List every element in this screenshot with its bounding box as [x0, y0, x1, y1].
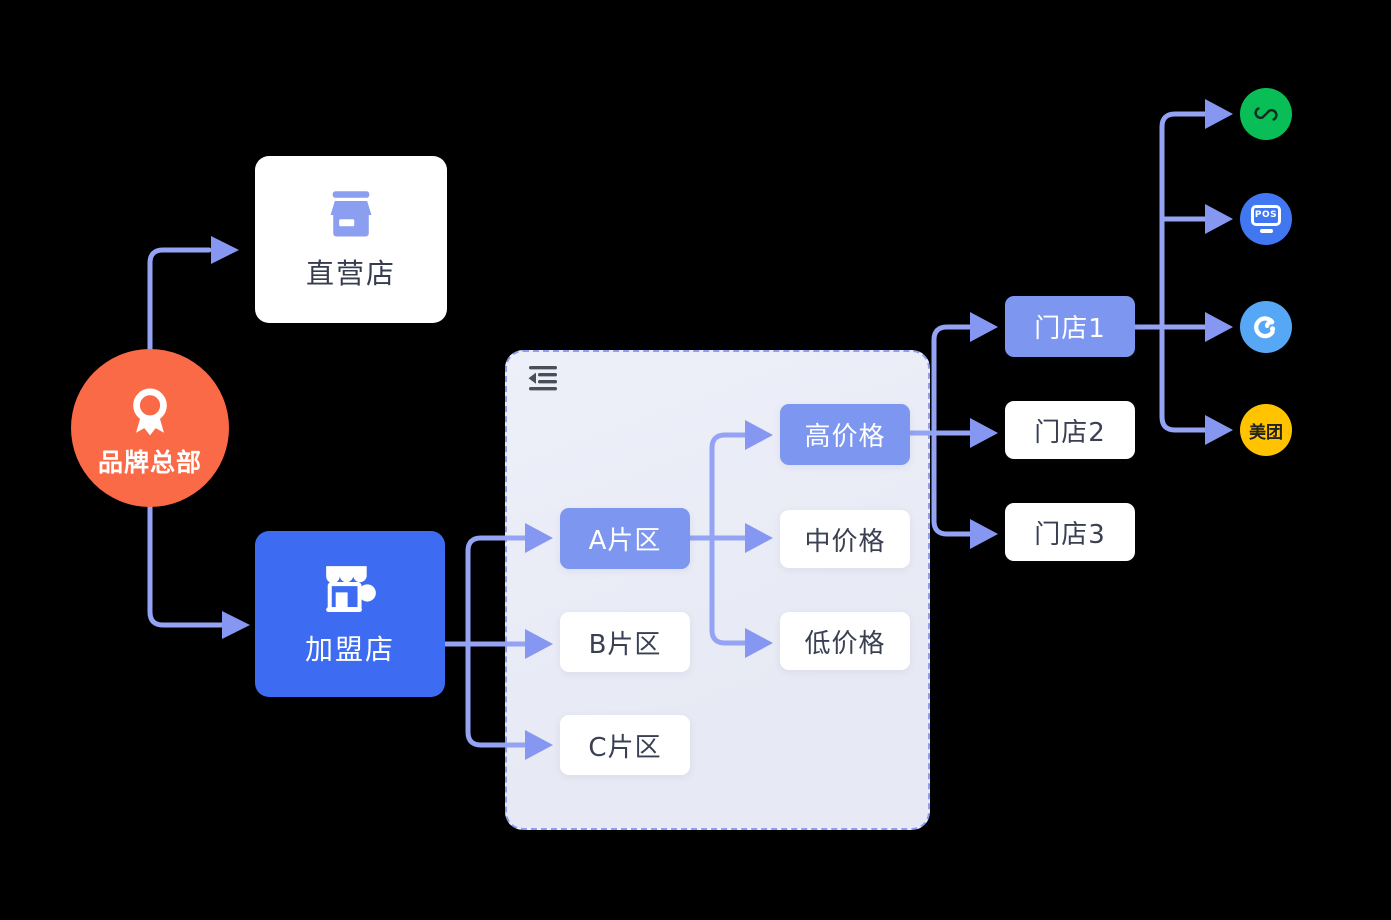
- brand-hq-label: 品牌总部: [97, 448, 202, 477]
- arrowhead-channel-meituan: [1205, 415, 1233, 445]
- wechat-mini-program-icon[interactable]: [1240, 88, 1292, 140]
- mini-program-glyph: [1254, 107, 1278, 121]
- meituan-icon[interactable]: 美团: [1240, 404, 1292, 456]
- arrowhead-store-1: [970, 312, 998, 342]
- region-c-label: C片区: [588, 732, 662, 763]
- pos-stand-shape: [1259, 229, 1273, 233]
- arrowhead-store-2: [970, 418, 998, 448]
- region-b-node[interactable]: B片区: [560, 612, 690, 672]
- price-high-label: 高价格: [804, 422, 886, 452]
- region-c-node[interactable]: C片区: [560, 715, 690, 775]
- franchise-store-label: 加盟店: [304, 632, 395, 666]
- store-2-label: 门店2: [1034, 417, 1106, 448]
- arrowhead-region-c: [525, 730, 553, 760]
- price-mid-label: 中价格: [804, 526, 886, 557]
- region-a-label: A片区: [588, 526, 662, 556]
- store-1-node[interactable]: 门店1: [1005, 296, 1135, 357]
- arrowhead-region-a: [525, 523, 553, 553]
- direct-store-label: 直营店: [305, 256, 396, 290]
- price-high-node[interactable]: 高价格: [780, 404, 910, 465]
- award-medal-icon: [133, 388, 167, 436]
- store-3-node[interactable]: 门店3: [1005, 503, 1135, 561]
- store-3-label: 门店3: [1034, 519, 1106, 550]
- storefront-icon: [330, 190, 372, 237]
- brand-hq-node[interactable]: 品牌总部: [71, 349, 229, 507]
- store-2-node[interactable]: 门店2: [1005, 401, 1135, 459]
- arrowhead-price-high: [745, 420, 773, 450]
- franchise-store-card[interactable]: 加盟店: [255, 531, 445, 697]
- connector-channel-bracket: [1159, 111, 1208, 433]
- pos-monitor-shape: POS: [1251, 205, 1281, 226]
- arrowhead-channel-pos: [1205, 204, 1233, 234]
- direct-store-card[interactable]: 直营店: [255, 156, 447, 323]
- pos-terminal-icon[interactable]: POS: [1240, 193, 1292, 245]
- eleme-glyph: [1254, 316, 1276, 339]
- meituan-label: 美团: [1249, 422, 1283, 443]
- eleme-icon[interactable]: [1240, 301, 1292, 353]
- franchise-shop-icon: [326, 565, 376, 612]
- price-mid-node[interactable]: 中价格: [780, 510, 910, 568]
- region-b-label: B片区: [588, 629, 662, 660]
- price-low-node[interactable]: 低价格: [780, 612, 910, 670]
- arrowhead-store-3: [970, 519, 998, 549]
- arrowhead-price-mid: [745, 523, 773, 553]
- pos-label: POS: [1254, 210, 1278, 220]
- arrowhead-price-low: [745, 628, 773, 658]
- store-1-label: 门店1: [1034, 314, 1106, 344]
- region-a-node[interactable]: A片区: [560, 508, 690, 569]
- arrowhead-direct-store: [211, 236, 239, 264]
- arrowhead-region-b: [525, 629, 553, 659]
- arrowhead-channel-eleme: [1205, 312, 1233, 342]
- arrowhead-franchise-store: [222, 611, 250, 639]
- price-low-label: 低价格: [804, 628, 886, 659]
- arrowhead-channel-wechat: [1205, 99, 1233, 129]
- outdent-icon[interactable]: [528, 364, 558, 392]
